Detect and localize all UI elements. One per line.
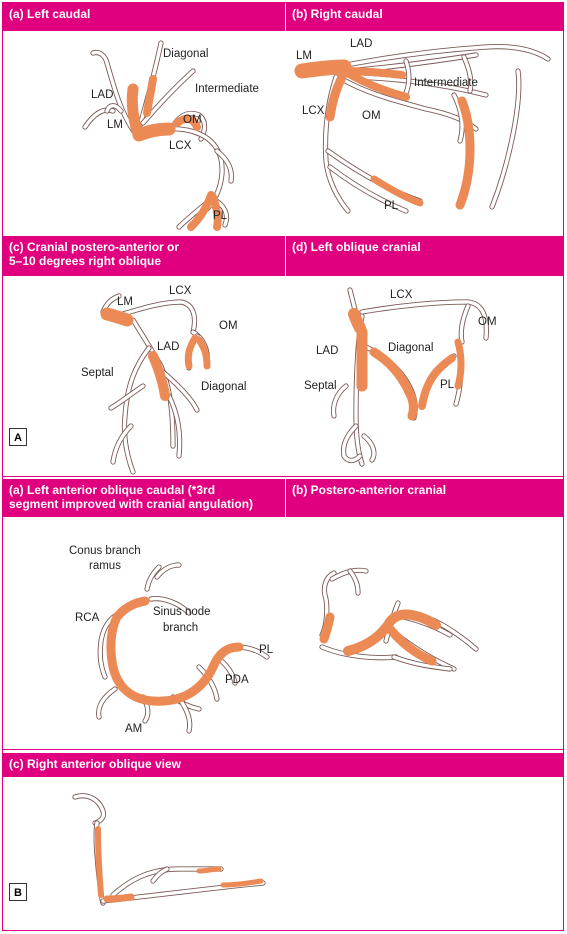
- header-divider: [285, 479, 286, 517]
- label-lcx: LCX: [302, 105, 325, 117]
- label-lad: LAD: [350, 38, 372, 50]
- vessel-tree-right-caudal: [322, 44, 551, 214]
- highlight-lao-caudal: [106, 596, 244, 706]
- label-lad: LAD: [316, 345, 338, 357]
- label-lcx: LCX: [390, 289, 413, 301]
- header-left-oblique-cranial: (d) Left oblique cranial: [286, 236, 563, 276]
- label-lcx: LCX: [169, 285, 192, 297]
- label-pda: PDA: [225, 674, 249, 686]
- highlight-cranial-pa: [100, 307, 211, 401]
- header-divider: [285, 3, 286, 31]
- panel-lao-caudal: Conus branch ramus RCA Sinus node branch…: [69, 545, 274, 735]
- label-intermediate: Intermediate: [414, 77, 478, 89]
- label-sinus-line2: branch: [163, 622, 198, 634]
- section-separator: [3, 749, 563, 750]
- label-lcx: LCX: [169, 140, 192, 152]
- label-pl: PL: [440, 379, 455, 391]
- label-conus-line1: Conus branch: [69, 545, 141, 557]
- label-septal: Septal: [81, 367, 114, 379]
- label-septal: Septal: [304, 380, 337, 392]
- label-diagonal: Diagonal: [388, 342, 433, 354]
- section-separator: [3, 476, 563, 477]
- label-om: OM: [362, 110, 381, 122]
- highlight-rao: [95, 826, 264, 903]
- title-rao: (c) Right anterior oblique view: [9, 757, 182, 771]
- label-conus-line2: ramus: [89, 560, 121, 572]
- header-pa-cranial: (b) Postero-anterior cranial: [286, 479, 563, 517]
- title-left-oblique-cranial: (d) Left oblique cranial: [292, 240, 421, 254]
- marker-a: A: [9, 428, 27, 446]
- label-lad: LAD: [91, 89, 113, 101]
- title-right-caudal: (b) Right caudal: [292, 7, 383, 21]
- label-om: OM: [478, 316, 497, 328]
- label-sinus-line1: Sinus node: [153, 606, 211, 618]
- label-lm: LM: [296, 50, 312, 62]
- label-pl: PL: [259, 644, 274, 656]
- label-intermediate: Intermediate: [195, 83, 259, 95]
- title-pa-cranial: (b) Postero-anterior cranial: [292, 483, 447, 497]
- marker-b: B: [9, 883, 27, 901]
- panel-left-caudal: Diagonal Intermediate LAD LM OM LCX PL: [82, 40, 259, 231]
- panel-right-caudal: LAD LM Intermediate LCX OM PL: [294, 38, 551, 214]
- header-rao: (c) Right anterior oblique view: [3, 753, 563, 777]
- label-lad: LAD: [157, 341, 179, 353]
- panel-cranial-pa: LM LCX OM LAD Septal Diagonal: [81, 285, 246, 475]
- panel-left-oblique-cranial: LCX OM LAD Diagonal Septal PL: [304, 287, 497, 467]
- label-am: AM: [125, 723, 142, 735]
- header-divider: [285, 236, 286, 276]
- panel-rao: [72, 793, 266, 906]
- label-diagonal: Diagonal: [201, 381, 246, 393]
- label-lm: LM: [117, 296, 133, 308]
- highlight-left-oblique-cranial: [348, 308, 465, 421]
- label-pl: PL: [384, 200, 399, 212]
- highlight-pa-cranial: [319, 609, 441, 666]
- title-lao-caudal-line2: segment improved with cranial angulation…: [9, 497, 254, 511]
- title-lao-caudal-line1: (a) Left anterior oblique caudal (*3rd: [9, 483, 216, 497]
- title-left-caudal: (a) Left caudal: [9, 7, 91, 21]
- highlight-right-caudal: [294, 59, 475, 210]
- header-right-caudal: (b) Right caudal: [286, 3, 563, 31]
- label-om: OM: [183, 114, 202, 126]
- highlight-left-caudal: [126, 75, 222, 231]
- label-pl: PL: [213, 210, 228, 222]
- panel-pa-cranial: [319, 567, 479, 672]
- label-lm: LM: [107, 119, 123, 131]
- label-rca: RCA: [75, 612, 100, 624]
- label-diagonal: Diagonal: [163, 48, 208, 60]
- title-cranial-pa-line2: 5–10 degrees right oblique: [9, 254, 162, 268]
- title-cranial-pa-line1: (c) Cranial postero-anterior or: [9, 240, 180, 254]
- label-om: OM: [219, 320, 238, 332]
